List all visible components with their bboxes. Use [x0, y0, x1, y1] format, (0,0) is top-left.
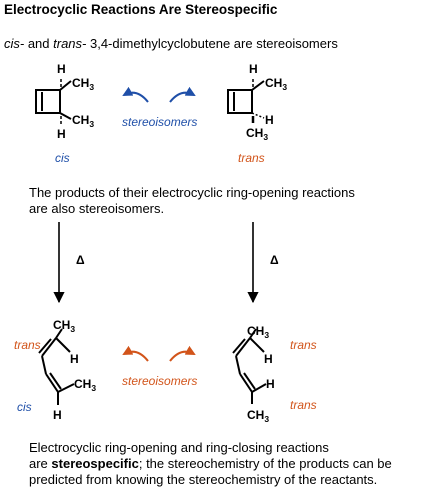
intro-rest: 3,4-dimethylcyclobutene are stereoisomer…: [86, 36, 338, 51]
left-product-ch3-mid: CH3: [74, 377, 96, 393]
trans-label: trans: [238, 151, 265, 165]
intro-trans-word: trans-: [53, 36, 87, 51]
page-title: Electrocyclic Reactions Are Stereospecif…: [4, 2, 278, 17]
left-product-trans-label: trans: [14, 338, 41, 352]
intro-and: and: [24, 36, 54, 51]
cis-ch3-bottom: CH3: [72, 113, 94, 129]
intro-cis-word: cis-: [4, 36, 25, 51]
left-product-h-mid: H: [70, 352, 79, 366]
products-note-line-2: are also stereoisomers.: [29, 201, 165, 216]
trans-ch3-top: CH3: [265, 76, 287, 92]
right-product-trans-label-top: trans: [290, 338, 317, 352]
reactants-stereoisomers-label: stereoisomers: [122, 115, 197, 129]
left-heat-symbol: Δ: [76, 253, 85, 267]
trans-cyclobutene-molecule: [227, 79, 265, 123]
cis-h-top: H: [57, 62, 66, 76]
trans-ch3-bottom: CH3: [246, 126, 268, 142]
right-product-diene: [232, 328, 267, 404]
cis-label: cis: [55, 151, 70, 165]
right-product-trans-label-bottom: trans: [290, 398, 317, 412]
blue-curved-arrow-right: [169, 86, 196, 103]
right-product-h-mid: H: [264, 352, 273, 366]
conclusion-line-2-post: ; the stereochemistry of the products ca…: [138, 456, 392, 471]
cis-cyclobutene-molecule: [35, 79, 72, 124]
cis-ch3-top: CH3: [72, 76, 94, 92]
left-product-h-bottom: H: [53, 408, 62, 422]
conclusion-line-2-pre: are: [29, 456, 52, 471]
left-product-cis-label: cis: [17, 400, 32, 414]
orange-curved-arrow-right: [169, 345, 196, 362]
conclusion-line-1: Electrocyclic ring-opening and ring-clos…: [29, 440, 329, 455]
products-stereoisomers-label: stereoisomers: [122, 374, 197, 388]
blue-curved-arrow-left: [122, 86, 149, 103]
trans-h-right: H: [265, 113, 274, 127]
trans-h-top: H: [249, 62, 258, 76]
products-note-line-1: The products of their electrocyclic ring…: [29, 185, 355, 200]
left-product-diene: [38, 328, 75, 405]
right-product-h-lower: H: [266, 377, 275, 391]
conclusion-line-2: are stereospecific; the stereochemistry …: [29, 456, 392, 472]
right-product-ch3-bottom: CH3: [247, 408, 269, 424]
orange-curved-arrow-left: [122, 345, 149, 362]
conclusion-stereospecific: stereospecific: [51, 456, 139, 471]
right-product-ch3-top: CH3: [247, 324, 269, 340]
intro-sentence: cis- and trans- 3,4-dimethylcyclobutene …: [4, 36, 338, 52]
conclusion-line-3: predicted from knowing the stereochemist…: [29, 472, 378, 487]
products-note: The products of their electrocyclic ring…: [29, 185, 355, 217]
cis-h-bottom: H: [57, 127, 66, 141]
right-heat-symbol: Δ: [270, 253, 279, 267]
conclusion: Electrocyclic ring-opening and ring-clos…: [29, 440, 392, 488]
left-product-ch3-top: CH3: [53, 318, 75, 334]
